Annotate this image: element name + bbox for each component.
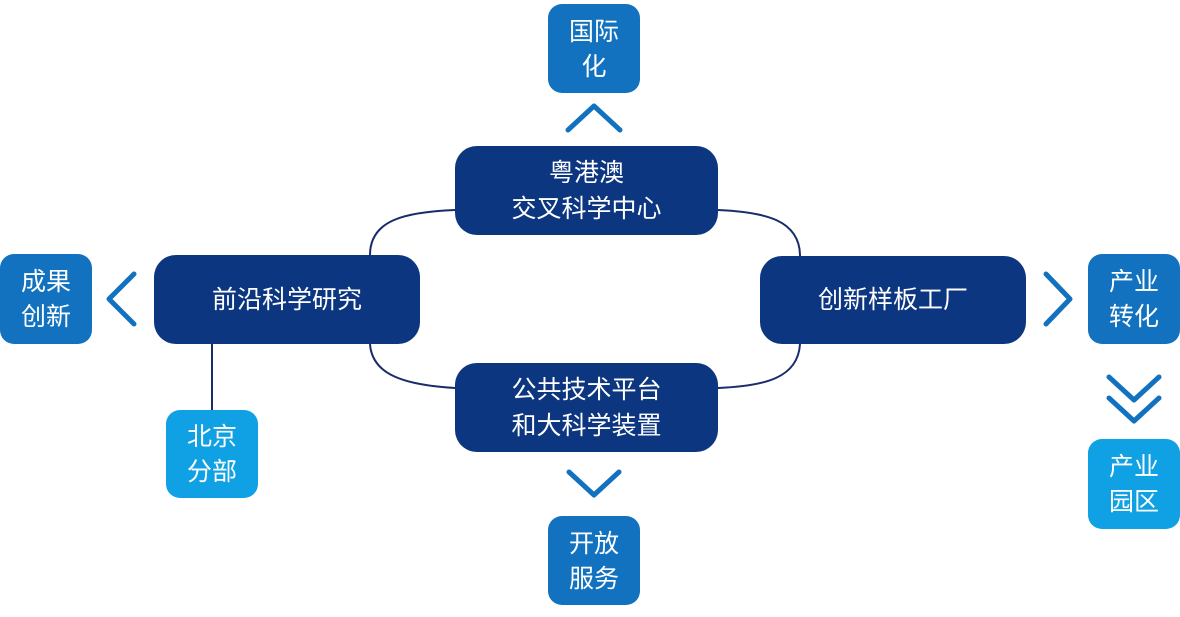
chevron-left-icon [106,271,137,327]
node-left-outer: 成果创新 [0,254,92,344]
node-label-line: 创新 [20,302,71,331]
double-chevron-down-icon-upper [1106,374,1162,403]
node-label-line: 转化 [1108,302,1159,331]
connector-top-left [369,209,456,256]
node-left-branch: 北京分部 [166,410,258,498]
node-top-center: 粤港澳交叉科学中心 [455,146,718,235]
node-label-line: 交叉科学中心 [511,193,662,223]
node-label-line: 化 [581,51,607,81]
node-bottom-center: 公共技术平台和大科学装置 [455,363,718,452]
node-right-outer: 产业转化 [1088,254,1180,344]
node-label-line: 和大科学装置 [511,410,662,440]
node-label-line: 国际 [568,16,619,46]
node-label-line: 创新样板工厂 [817,285,968,314]
connector-bottom-right [717,343,801,389]
double-chevron-down-icon-lower [1106,395,1162,424]
connector-top-right [717,209,801,257]
node-label-line: 粤港澳 [548,157,624,187]
node-label-line: 开放 [568,528,619,558]
chevron-down-icon [566,469,622,498]
node-label-line: 分部 [186,457,237,486]
node-label-line: 成果 [20,267,71,296]
node-label-line: 公共技术平台 [511,374,662,404]
chevron-up-icon [565,103,623,133]
node-top-outer: 国际化 [548,4,640,93]
node-left-center: 前沿科学研究 [154,255,420,344]
node-right-bottom-outer: 产业园区 [1088,439,1180,529]
node-label-line: 园区 [1108,487,1159,516]
node-right-center: 创新样板工厂 [760,256,1026,344]
chevron-right-icon [1043,271,1073,327]
node-label-line: 产业 [1108,267,1159,296]
connector-bottom-left [369,343,456,389]
node-label-line: 服务 [568,563,619,593]
node-bottom-outer: 开放服务 [548,516,640,605]
node-label-line: 产业 [1108,452,1159,481]
node-label-line: 北京 [186,422,237,451]
node-label-line: 前沿科学研究 [211,284,362,314]
